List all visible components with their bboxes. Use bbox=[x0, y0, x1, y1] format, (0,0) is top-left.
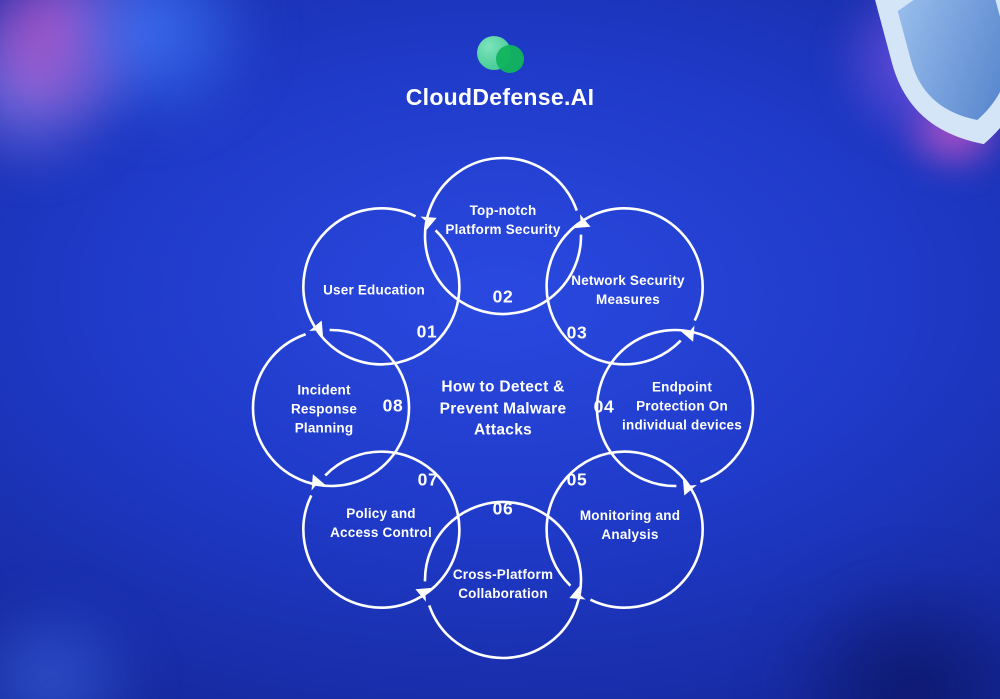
petal-label: Cross-Platform Collaboration bbox=[452, 567, 554, 601]
petal-label: Network Security Measures bbox=[571, 273, 685, 307]
petal-label: Monitoring and Analysis bbox=[579, 508, 681, 542]
petal-number: 05 bbox=[566, 469, 588, 490]
petal-label: Top-notch Platform Security bbox=[445, 203, 561, 237]
brand-header: CloudDefense.AI bbox=[0, 34, 1000, 111]
brand-logo-icon bbox=[477, 36, 524, 73]
petal-number: 01 bbox=[416, 321, 438, 342]
petal-label: User Education bbox=[323, 282, 425, 298]
petal-number: 04 bbox=[593, 396, 615, 417]
petal-number: 08 bbox=[382, 395, 404, 416]
brand-name: CloudDefense.AI bbox=[405, 84, 595, 110]
petal-number: 03 bbox=[566, 322, 588, 343]
petal-label: Incident Response Planning bbox=[290, 382, 358, 436]
petal-number: 07 bbox=[417, 469, 439, 490]
petal-number: 02 bbox=[492, 286, 514, 307]
petal-number: 06 bbox=[492, 498, 514, 519]
petal-label: Policy and Access Control bbox=[330, 506, 432, 540]
petal-label: Endpoint Protection On individual device… bbox=[622, 379, 742, 433]
diagram-center-title: How to Detect & Prevent Malware Attacks bbox=[439, 378, 567, 439]
